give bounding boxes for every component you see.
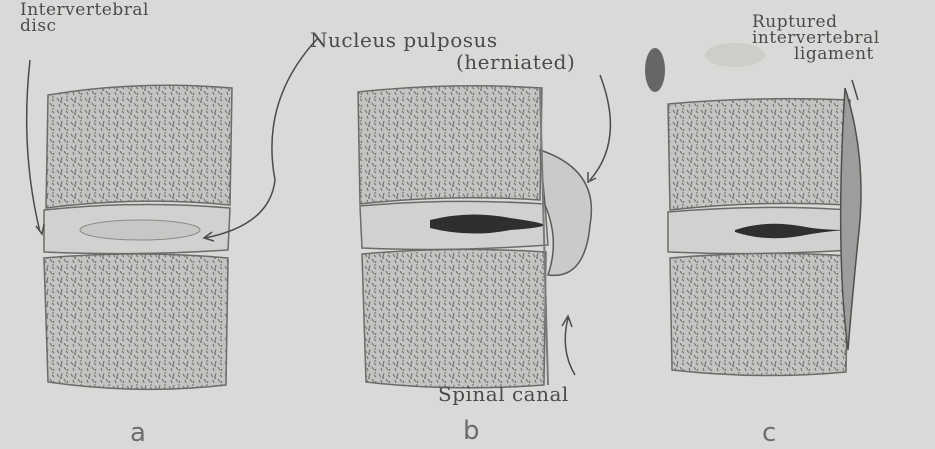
panel-label-a: a [130,418,146,448]
panel-b-upper-vertebra [358,86,542,204]
panel-c-ruptured-ligament [841,88,861,350]
panel-a-lower-vertebra [44,254,228,389]
panel-a-vertebrae [27,38,318,389]
panel-a-nucleus [80,220,200,240]
panel-c-lower-vertebra [670,253,848,375]
panel-c-upper-vertebra [668,99,850,210]
panel-label-c: c [762,418,776,448]
panel-a-upper-vertebra [46,85,232,208]
panel-b-vertebrae [358,75,610,388]
label-ruptured-ligament: Ruptured intervertebral ligament [752,14,880,62]
label-herniated: (herniated) [456,54,575,70]
spinal-canal-leader [565,318,575,375]
herniated-leader [590,75,610,180]
panel-label-b: b [463,416,480,446]
label-line: ligament [752,46,880,62]
label-line: disc [20,18,149,34]
panel-b-herniation [540,150,591,275]
panel-b-lower-vertebra [362,249,546,387]
ink-smudge [645,48,665,92]
label-spinal-canal: Spinal canal [438,386,569,402]
ligament-leader [852,80,858,100]
label-nucleus-pulposus: Nucleus pulposus [310,32,498,48]
panel-c-vertebrae [668,80,861,376]
panel-a-disc-leader [27,60,40,232]
label-intervertebral-disc: Intervertebral disc [20,2,149,34]
